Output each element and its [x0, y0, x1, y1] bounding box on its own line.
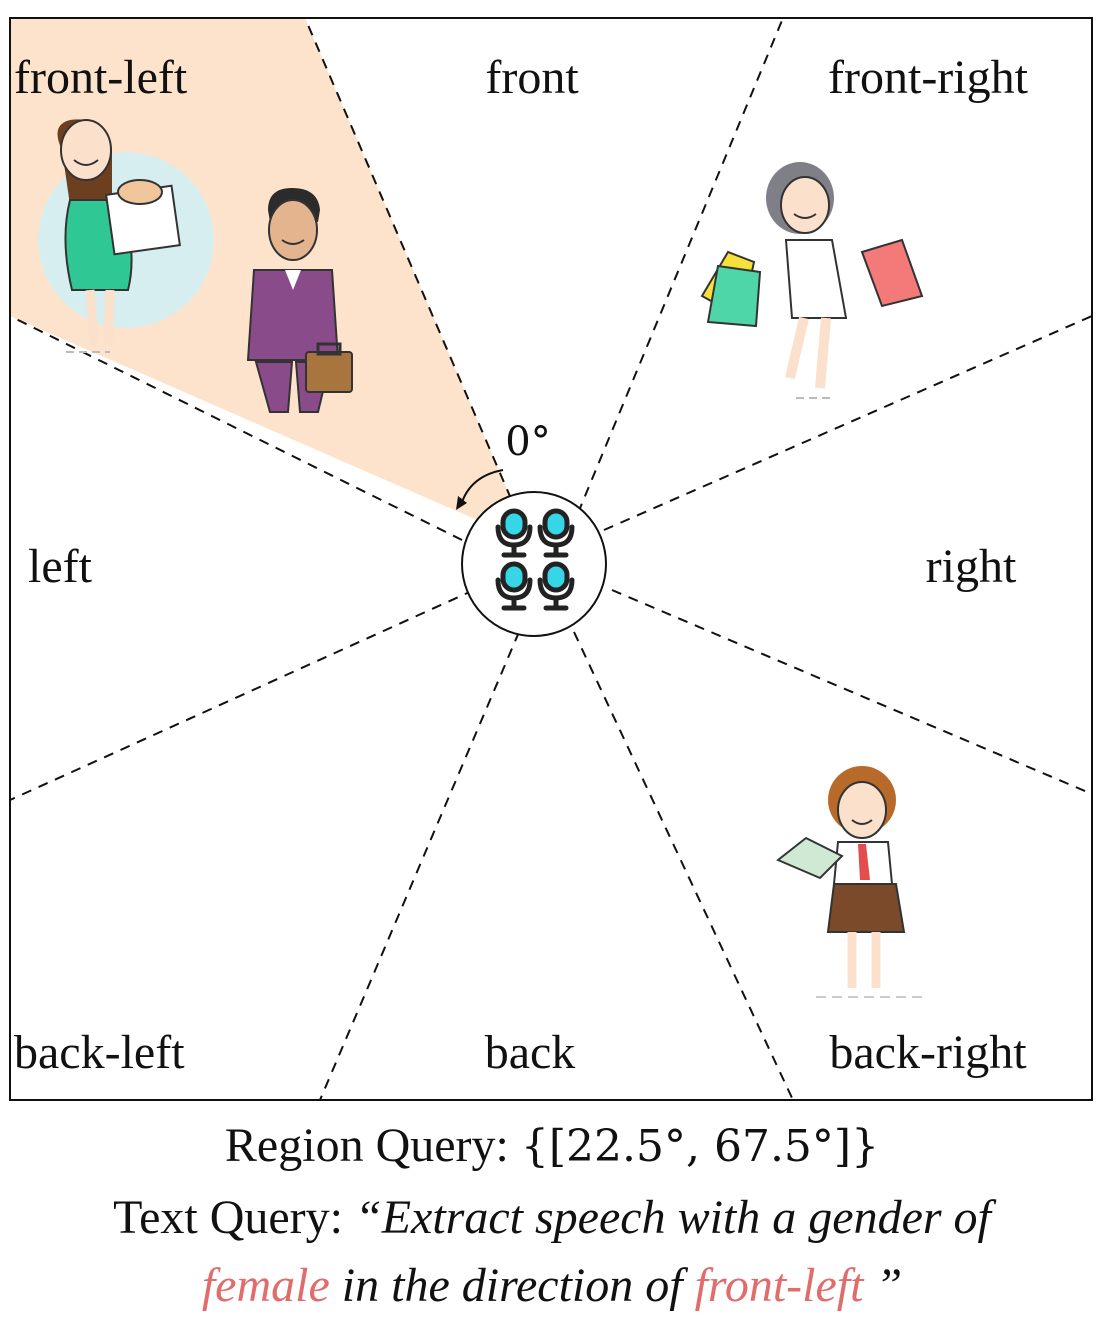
text-query-highlight-front-left: front-left — [694, 1259, 864, 1312]
diagram-frame — [9, 17, 1093, 1101]
boundary-back-right-back — [573, 631, 794, 1101]
region-query-prefix: Region Query: — [224, 1119, 521, 1172]
region-query-value: {[22.5°, 67.5°]} — [520, 1121, 880, 1172]
region-label-front-right: front-right — [828, 51, 1029, 104]
zero-degree-label: 0° — [505, 419, 550, 465]
rotation-arrow-head-icon — [456, 496, 467, 510]
sector-boundaries — [9, 17, 1093, 1101]
region-query-caption: Region Query: {[22.5°, 67.5°]} — [0, 1118, 1104, 1173]
microphone-array-icon — [461, 491, 607, 637]
man-with-briefcase-illustration — [246, 188, 353, 413]
text-query-open: “Extract speech with a gender of — [355, 1191, 991, 1244]
boundary-back-left-left — [9, 589, 475, 801]
woman-with-box-illustration — [38, 119, 214, 353]
text-query-prefix: Text Query: — [113, 1191, 355, 1244]
boundary-left-front-left — [9, 315, 463, 541]
boundary-front-left-front — [304, 17, 519, 516]
woman-with-shopping-bags-illustration — [700, 162, 924, 399]
text-query-middle: in the direction of — [329, 1259, 695, 1312]
text-query-close: ” — [863, 1259, 903, 1312]
region-label-right: right — [926, 540, 1017, 593]
region-label-front: front — [485, 51, 579, 104]
region-label-back: back — [485, 1026, 576, 1079]
region-label-back-left: back-left — [14, 1026, 185, 1079]
text-query-caption-line1: Text Query: “Extract speech with a gende… — [0, 1190, 1104, 1245]
region-label-front-left: front-left — [14, 51, 188, 104]
region-label-left: left — [28, 540, 93, 593]
text-query-highlight-female: female — [201, 1259, 330, 1312]
boundary-back-back-left — [319, 631, 520, 1101]
boundary-front-right-right — [603, 315, 1093, 531]
region-label-back-right: back-right — [829, 1026, 1027, 1079]
text-query-caption-line2: female in the direction of front-left ” — [0, 1258, 1104, 1313]
woman-with-papers-illustration — [776, 766, 922, 998]
boundary-right-back-right — [611, 589, 1093, 795]
